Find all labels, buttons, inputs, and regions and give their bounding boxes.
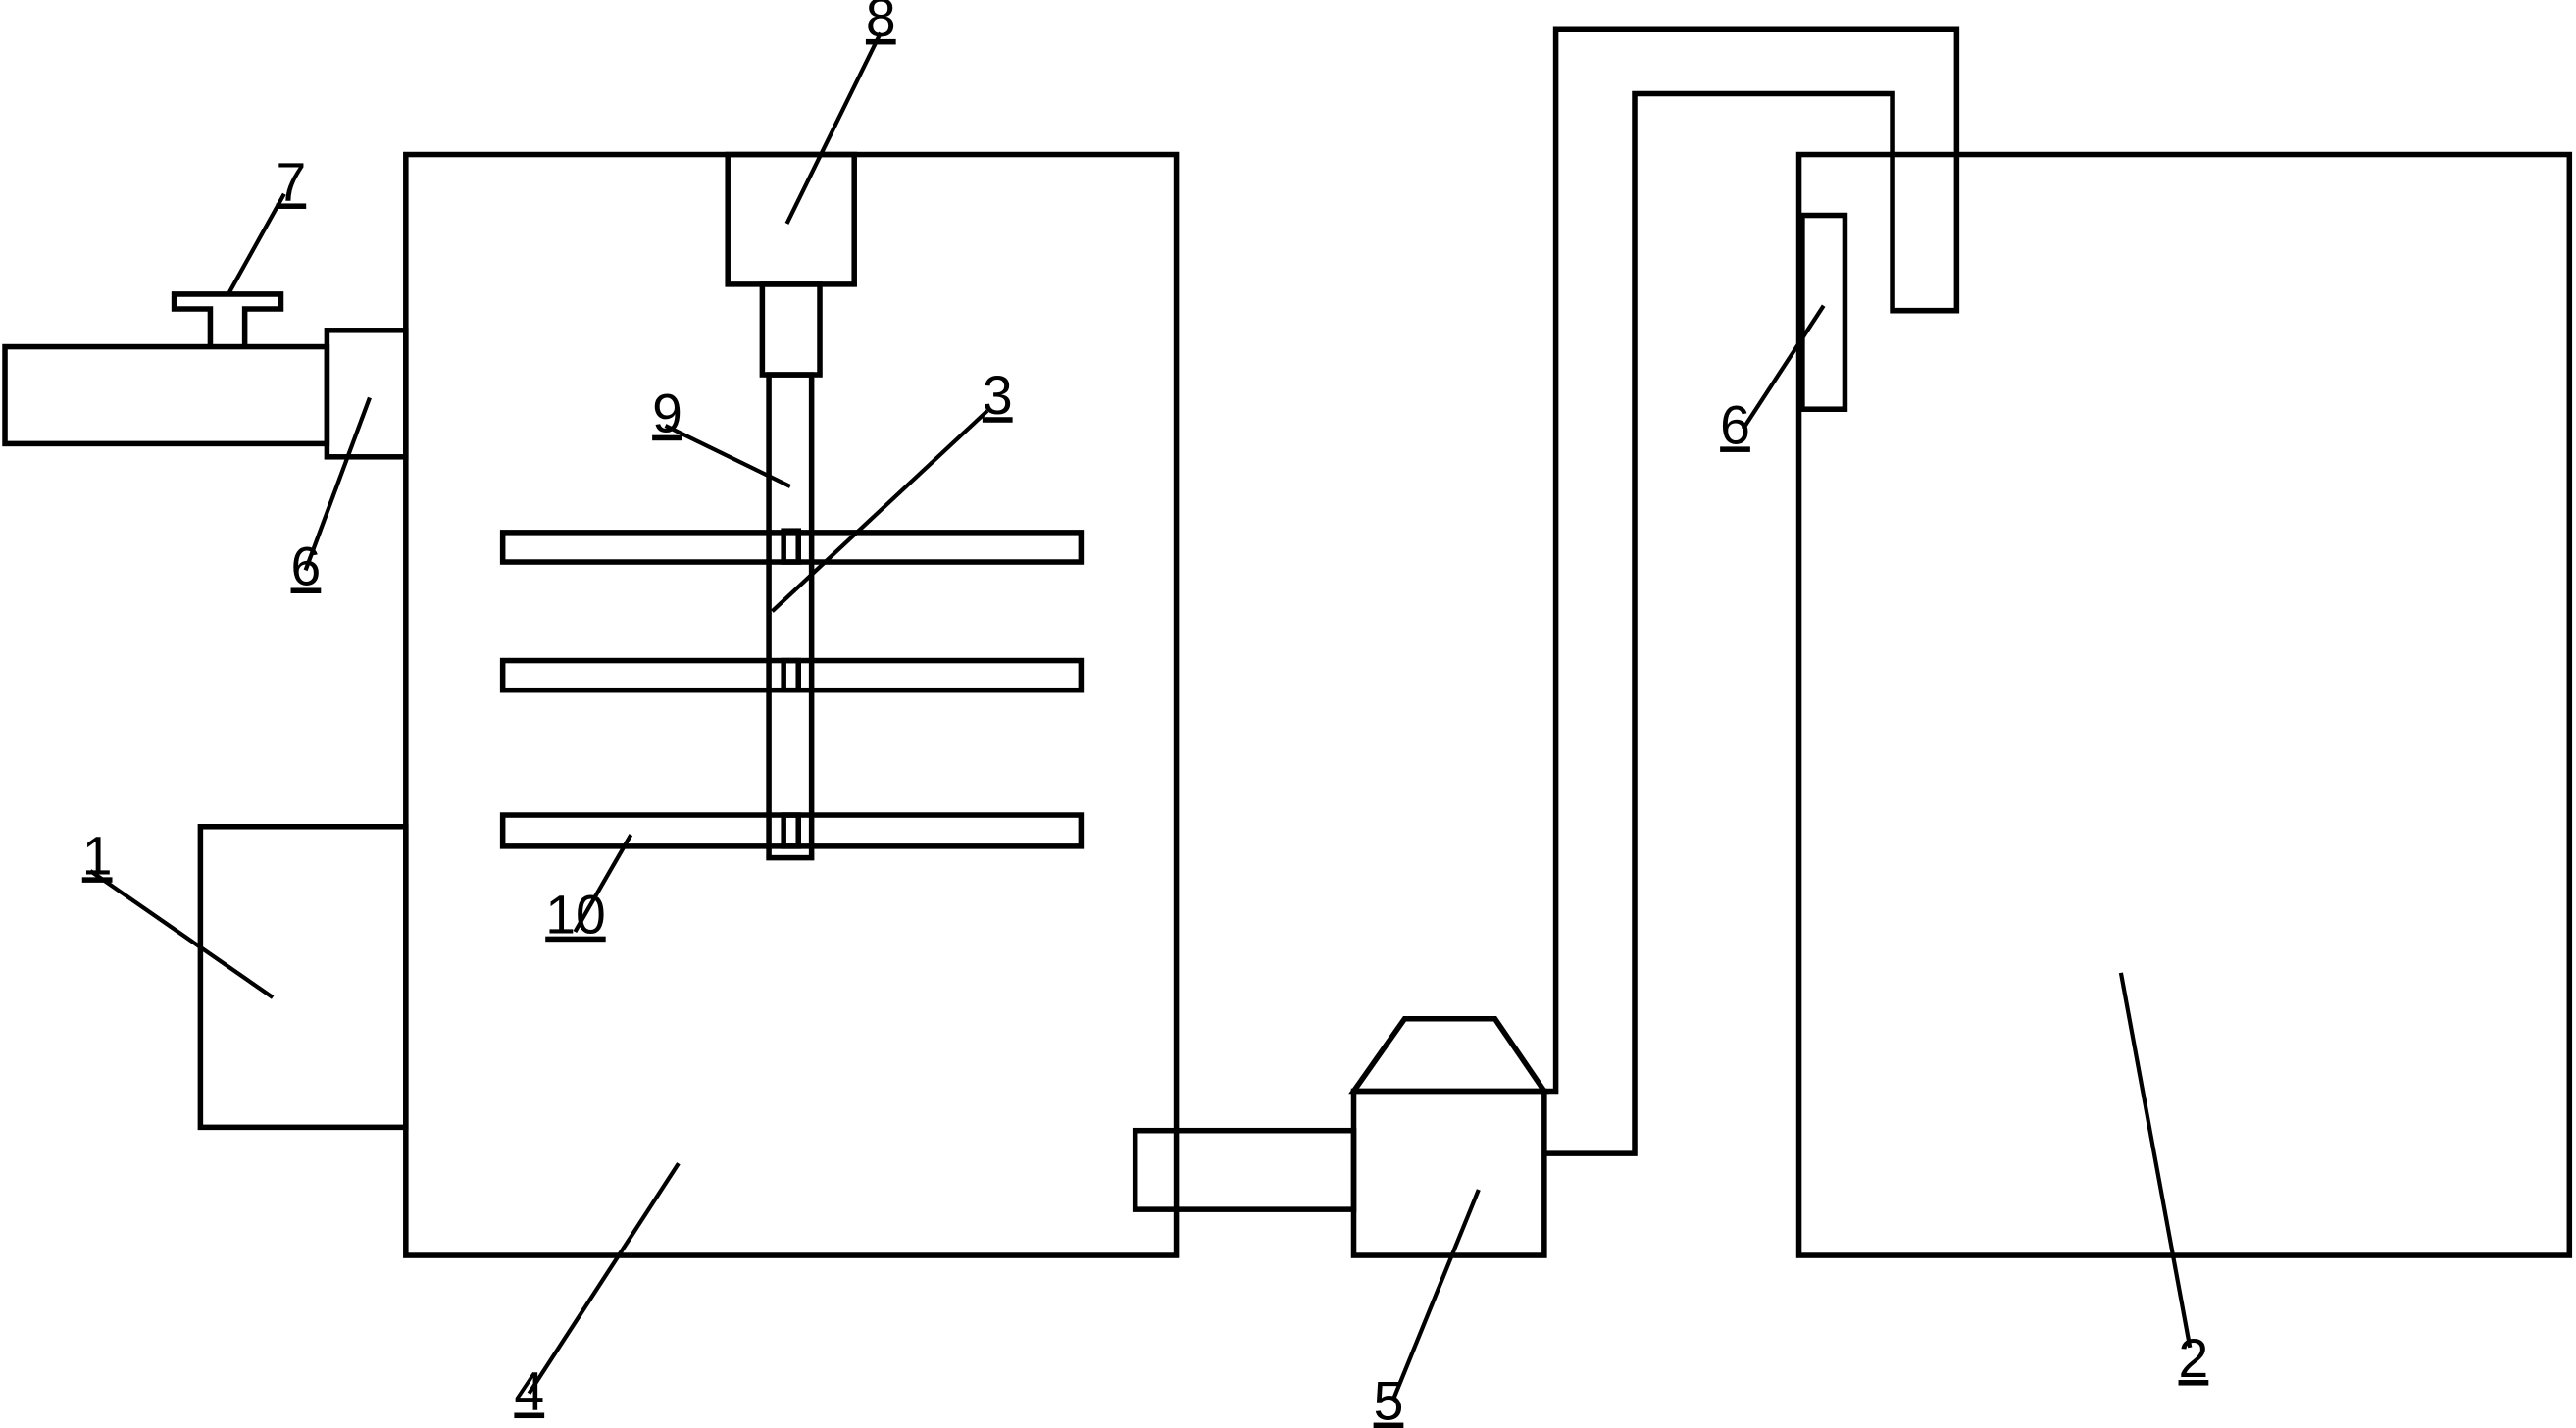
- stirring-blade-bottom: [499, 812, 1085, 849]
- leader-3: [771, 409, 989, 613]
- label-4: 4: [514, 1361, 544, 1422]
- delivery-pipe: [1543, 26, 1960, 1156]
- blade-hub-middle: [781, 657, 802, 693]
- heater: [197, 823, 409, 1131]
- leader-1: [88, 869, 275, 999]
- label-6-right: 6: [1720, 394, 1750, 455]
- stirring-shaft: [766, 372, 815, 861]
- label-2: 2: [2179, 1328, 2209, 1389]
- leader-6a: [303, 396, 372, 572]
- outlet-pipe: [1132, 1127, 1357, 1212]
- inlet-flange: [324, 328, 409, 460]
- storage-sensor: [1799, 212, 1848, 412]
- leader-9: [664, 424, 791, 488]
- leader-8: [784, 31, 883, 225]
- leader-6b: [1741, 304, 1826, 431]
- stirring-blade-top: [499, 530, 1085, 565]
- leader-4: [527, 1162, 681, 1395]
- leader-5: [1390, 1189, 1481, 1402]
- leader-10: [573, 834, 633, 934]
- pump-body: [1350, 1088, 1547, 1258]
- shaft-coupling: [759, 281, 823, 378]
- label-10: 10: [545, 885, 605, 945]
- mixing-tank: [403, 151, 1180, 1258]
- pump-head: [1348, 1016, 1550, 1095]
- label-6-left: 6: [291, 536, 322, 596]
- inlet-pipe: [2, 343, 330, 447]
- label-1: 1: [82, 825, 113, 886]
- label-7: 7: [276, 151, 306, 212]
- blade-hub-bottom: [781, 812, 802, 849]
- leader-7: [227, 192, 286, 295]
- valve-handle: [171, 291, 284, 347]
- label-8: 8: [866, 0, 896, 48]
- leader-2: [2118, 972, 2193, 1349]
- label-5: 5: [1374, 1371, 1404, 1428]
- label-9: 9: [652, 383, 682, 444]
- storage-tank: [1795, 151, 2573, 1258]
- blade-hub-top: [781, 528, 802, 565]
- label-3: 3: [983, 365, 1013, 426]
- stirring-blade-middle: [499, 657, 1085, 693]
